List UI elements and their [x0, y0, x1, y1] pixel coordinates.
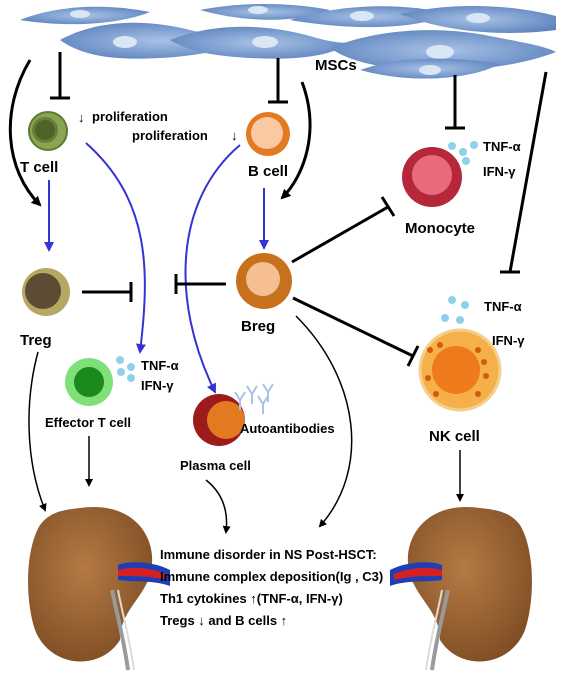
msc-inhibition-lines: [50, 52, 548, 274]
autoantibodies-label: Autoantibodies: [240, 421, 335, 436]
b-proliferation-label: proliferation: [132, 128, 208, 143]
b-cell: [246, 112, 290, 156]
monocyte-label: Monocyte: [405, 220, 475, 237]
summary-line-3: Tregs ↓ and B cells ↑: [160, 613, 287, 628]
effector-tnf-label: TNF-α: [141, 358, 179, 373]
nk-cytokine-dots: [441, 296, 469, 324]
right-kidney: [390, 506, 532, 671]
summary-box: Immune disorder in NS Post-HSCT: Immune …: [160, 547, 383, 628]
breg-to-nk-bar: [406, 345, 420, 367]
antibody-icons: [234, 383, 274, 414]
nk-cell: [418, 328, 502, 412]
msc-cell-layer: [20, 4, 556, 79]
msc-nucleus: [252, 36, 278, 48]
effector-t-cell-label: Effector T cell: [45, 415, 131, 430]
monocyte-ifn-label: IFN-γ: [483, 164, 516, 179]
plasma-cell: [193, 394, 245, 446]
msc-nucleus: [70, 10, 90, 18]
breg-to-summary-arrow: [295, 315, 353, 528]
blue-differentiation-arrows: [44, 142, 269, 394]
summary-line-2: Th1 cytokines ↑(TNF-α, IFN-γ): [160, 591, 343, 606]
left-kidney: [28, 506, 170, 671]
summary-title: Immune disorder in NS Post-HSCT:: [160, 547, 377, 562]
b-cell-label: B cell: [248, 163, 288, 180]
monocyte-cytokine-dots: [448, 141, 478, 165]
msc-nucleus: [419, 65, 441, 75]
msc-nucleus: [466, 13, 490, 23]
plasma-cell-label: Plasma cell: [180, 458, 251, 473]
breg-label: Breg: [241, 318, 275, 335]
breg-inhibition-lines: [174, 196, 420, 367]
nk-tnf-label: TNF-α: [484, 299, 522, 314]
msc-nucleus: [350, 11, 374, 21]
t-proliferation-label: proliferation: [92, 109, 168, 124]
effector-t-cell: [65, 358, 113, 406]
b-to-plasma-arrow: [184, 144, 241, 394]
msc-nucleus: [113, 36, 137, 48]
treg-label: Treg: [20, 332, 52, 349]
summary-line-1: Immune complex deposition(Ig , C3): [160, 569, 383, 584]
b-cell-down-arrow: ↓: [231, 128, 238, 143]
msc-to-breg-arrow: [280, 81, 312, 200]
nk-ifn-label: IFN-γ: [492, 333, 525, 348]
msc-label: MSCs: [315, 57, 357, 74]
monocyte-tnf-label: TNF-α: [483, 139, 521, 154]
plasma-to-summary-arrow: [205, 479, 231, 534]
t-cell-down-arrow: ↓: [78, 110, 85, 125]
t-to-effector-arrow: [85, 142, 146, 354]
inhibit-nk-line: [508, 71, 548, 273]
treg-to-kidney-arrow: [28, 351, 47, 512]
breg-to-nk-line: [292, 296, 414, 358]
breg-cell: [236, 253, 292, 309]
t-cell: [28, 111, 68, 151]
breg-to-monocyte-bar: [380, 196, 396, 217]
outcome-arrows: [28, 315, 464, 534]
breg-to-monocyte-line: [291, 205, 389, 264]
t-cell-label: T cell: [20, 159, 58, 176]
monocyte: [402, 147, 462, 207]
msc-nucleus: [248, 6, 268, 14]
effector-cytokine-dots: [116, 356, 135, 382]
nk-cell-label: NK cell: [429, 428, 480, 445]
effector-ifn-label: IFN-γ: [141, 378, 174, 393]
msc-to-treg-arrow: [8, 59, 42, 207]
msc-nucleus: [426, 45, 454, 59]
treg-cell: [22, 268, 70, 316]
